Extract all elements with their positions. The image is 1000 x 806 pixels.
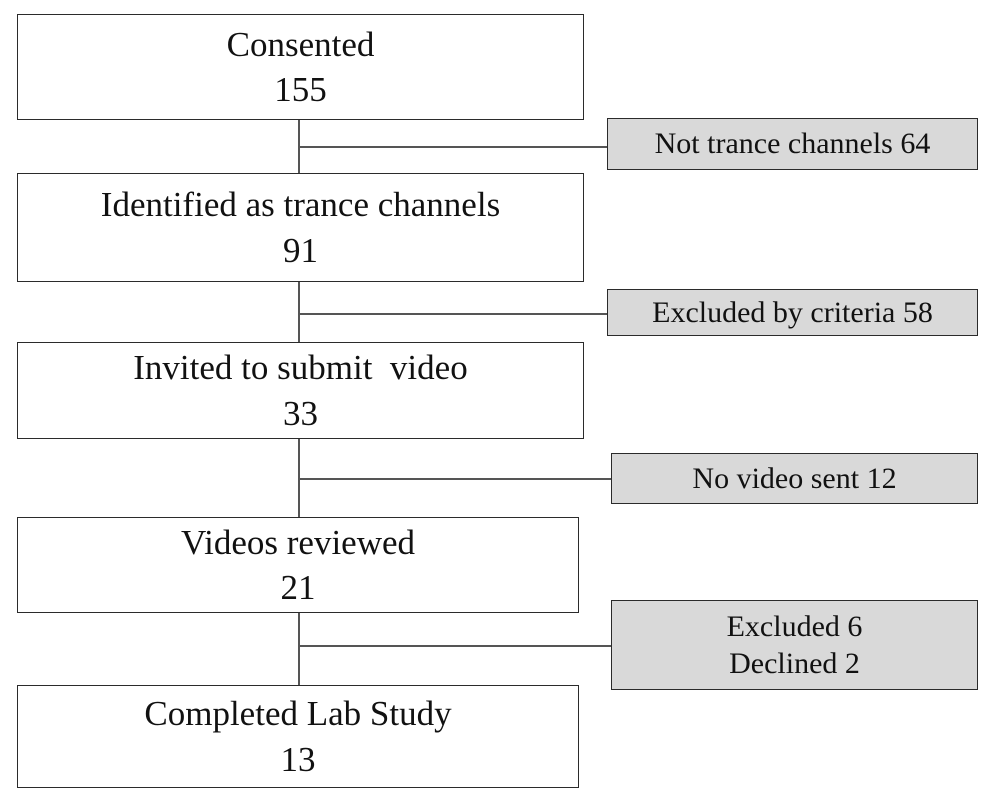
branch-3 xyxy=(299,478,612,480)
step-label: Identified as trance channels xyxy=(100,185,501,224)
step-consented-box: Consented 155 xyxy=(17,14,584,120)
step-completed-box: Completed Lab Study 13 xyxy=(17,685,579,788)
connector-4-5 xyxy=(298,612,300,686)
connector-2-3 xyxy=(298,281,300,343)
branch-1 xyxy=(299,146,608,148)
step-count: 13 xyxy=(280,739,316,779)
step-count: 155 xyxy=(274,70,327,109)
step-count: 91 xyxy=(283,230,318,270)
exclusion-not-trance-box: Not trance channels 64 xyxy=(607,118,978,170)
step-identified-box: Identified as trance channels 91 xyxy=(17,173,584,282)
step-invited-box: Invited to submit video 33 xyxy=(17,342,584,439)
exclusion-text: Not trance channels 64 xyxy=(654,127,931,161)
exclusion-text: Excluded 6 xyxy=(726,609,863,643)
exclusion-no-video-box: No video sent 12 xyxy=(611,453,978,504)
step-count: 21 xyxy=(280,568,316,607)
step-videos-reviewed-box: Videos reviewed 21 xyxy=(17,517,579,613)
step-count: 33 xyxy=(283,393,318,433)
exclusion-text: No video sent 12 xyxy=(692,461,897,495)
branch-2 xyxy=(299,313,608,315)
exclusion-excluded-declined-box: Excluded 6 Declined 2 xyxy=(611,600,978,690)
step-label: Invited to submit video xyxy=(133,348,468,387)
exclusion-criteria-box: Excluded by criteria 58 xyxy=(607,289,978,336)
exclusion-text: Excluded by criteria 58 xyxy=(652,295,933,329)
step-label: Videos reviewed xyxy=(180,522,416,562)
step-label: Completed Lab Study xyxy=(144,694,452,733)
exclusion-text: Declined 2 xyxy=(729,647,860,680)
branch-4 xyxy=(299,645,612,647)
step-label: Consented xyxy=(226,24,375,64)
